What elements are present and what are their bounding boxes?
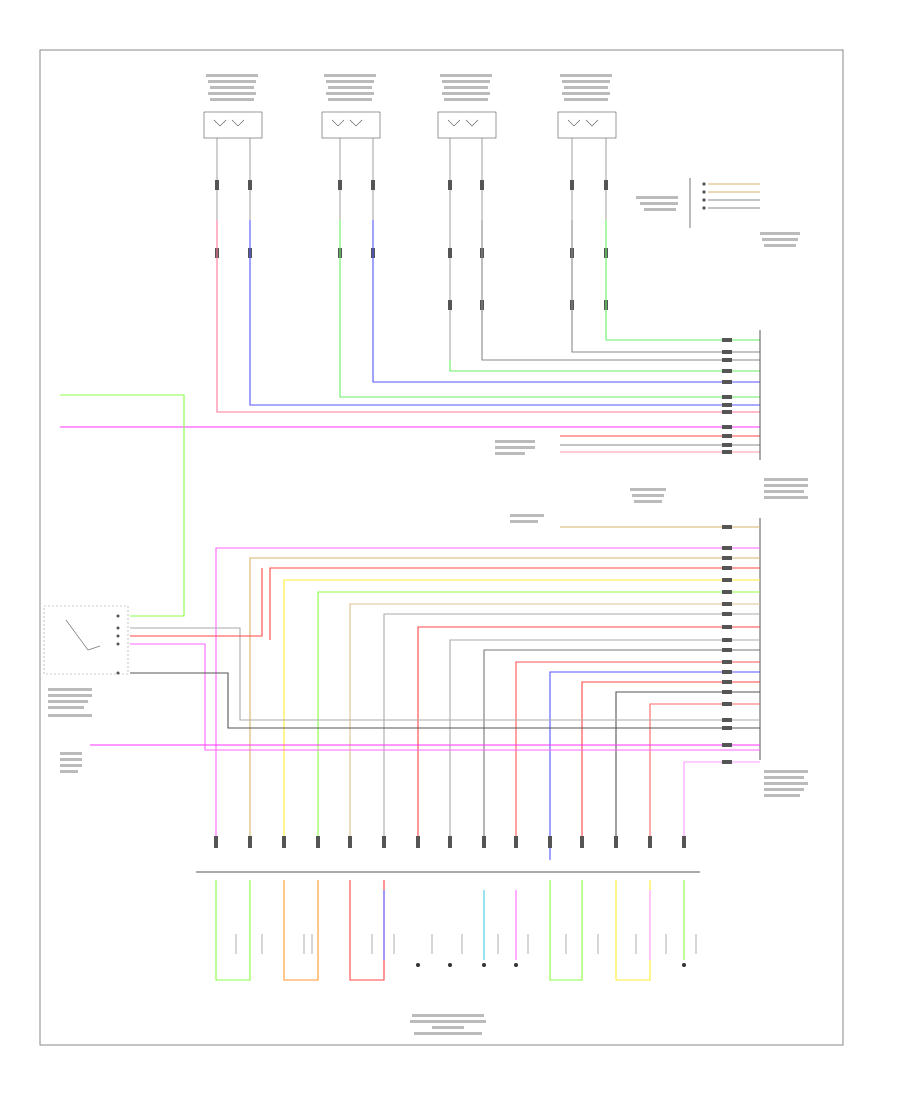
wire-magenta-2 bbox=[215, 547, 760, 840]
wire-blue-3 bbox=[549, 671, 760, 860]
wire-dgray-1 bbox=[483, 649, 760, 840]
lower-wires bbox=[90, 526, 760, 860]
solenoid-title bbox=[410, 1014, 486, 1035]
wire-tan-2 bbox=[249, 557, 760, 840]
wire-red-6 bbox=[649, 703, 760, 840]
solenoid-symbols bbox=[235, 934, 697, 954]
sensor-symbol-3 bbox=[447, 119, 479, 127]
sol-loop-green bbox=[215, 880, 251, 981]
ecu-lower-pins bbox=[722, 525, 732, 764]
sensor-stubs bbox=[216, 138, 607, 360]
wire-green-1 bbox=[339, 220, 760, 398]
sensor-symbol-4 bbox=[567, 119, 599, 127]
wire-green-2 bbox=[449, 360, 760, 372]
sol-loop-yellow bbox=[615, 880, 651, 981]
wire-gray-1 bbox=[481, 220, 760, 361]
sensor-box-4 bbox=[557, 111, 617, 139]
solenoid-grounds bbox=[416, 963, 686, 967]
wire-red-7 bbox=[130, 568, 263, 637]
wire-dgray-3 bbox=[130, 672, 760, 729]
sensor-titles bbox=[206, 74, 612, 101]
wire-gray-5 bbox=[130, 627, 760, 721]
sol-loop-green2 bbox=[549, 880, 583, 981]
ecu-connector-upper bbox=[495, 330, 808, 499]
wire-green-long bbox=[60, 394, 185, 617]
solenoid-connector bbox=[196, 836, 700, 873]
wire-tan-3 bbox=[349, 603, 760, 840]
transmission-switch bbox=[43, 605, 129, 773]
sensor-box-3 bbox=[437, 111, 497, 139]
wire-green-4 bbox=[317, 591, 760, 840]
sensor-box-1 bbox=[203, 111, 263, 139]
right-connector-top bbox=[636, 178, 800, 247]
wire-red-2 bbox=[269, 567, 760, 640]
wire-blue-1 bbox=[249, 220, 760, 406]
diagram-frame bbox=[39, 49, 844, 1046]
wire-pink-1 bbox=[216, 220, 760, 413]
sensor-symbol-2 bbox=[331, 119, 363, 127]
sensor-symbol-1 bbox=[213, 119, 245, 127]
wire-gray-3 bbox=[383, 613, 760, 840]
wire-blue-2 bbox=[372, 220, 760, 383]
sol-loop-red bbox=[349, 880, 385, 981]
connector-pins-top bbox=[215, 180, 608, 310]
sol-loop-orange bbox=[283, 880, 319, 981]
wire-red-3 bbox=[417, 626, 760, 840]
wire-pink-3 bbox=[683, 761, 760, 840]
wire-gray-4 bbox=[449, 639, 760, 840]
upper-wires bbox=[60, 220, 760, 617]
solenoid-wires bbox=[215, 880, 685, 981]
wire-yellow-1 bbox=[283, 579, 760, 840]
wire-dgray-2 bbox=[615, 691, 760, 840]
wheel-speed-sensors bbox=[203, 111, 617, 139]
wire-red-5 bbox=[581, 681, 760, 840]
wire-gray-2 bbox=[571, 220, 760, 353]
ecu-connector-lower bbox=[510, 488, 808, 797]
wire-pink-4 bbox=[130, 643, 760, 751]
wire-red-4 bbox=[515, 661, 760, 840]
sensor-box-2 bbox=[321, 111, 381, 139]
wire-green-3 bbox=[605, 220, 760, 341]
